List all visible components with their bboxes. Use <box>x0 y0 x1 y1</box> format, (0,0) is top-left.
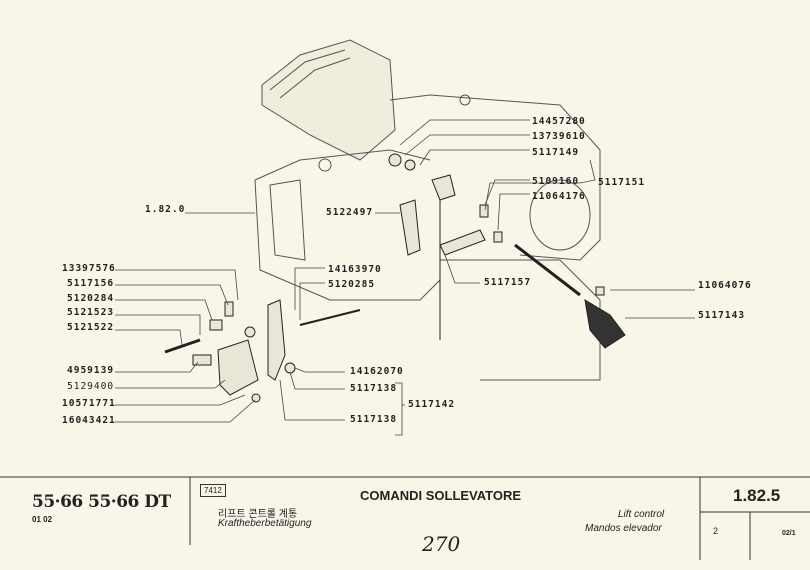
part-number-label: 5117138 <box>350 414 398 425</box>
leader-lines <box>115 119 695 436</box>
part-number-label: 5129400 <box>67 381 115 392</box>
handwritten-number: 270 <box>422 532 461 556</box>
part-number-label: 5120285 <box>328 279 376 290</box>
title-block-lines <box>0 476 810 560</box>
model-codes: 01 02 <box>32 515 53 524</box>
part-number-label: 1.82.0 <box>145 204 186 215</box>
title-spanish: Mandos elevador <box>585 523 662 534</box>
part-number-label: 16043421 <box>62 415 116 426</box>
part-number-label: 5117157 <box>484 277 532 288</box>
part-number-label: 4959139 <box>67 365 115 376</box>
part-number-label: 5109160 <box>532 176 580 187</box>
part-number-label: 5121522 <box>67 322 115 333</box>
parts <box>164 153 626 403</box>
part-number-label: 5117138 <box>350 383 398 394</box>
title-english: Lift control <box>618 509 665 520</box>
reference-box: 7412 <box>200 484 226 497</box>
part-number-label: 10571771 <box>62 398 116 409</box>
part-number-label: 14162070 <box>350 366 404 377</box>
section-number: 1.82.5 <box>733 486 781 505</box>
part-number-label: 11064176 <box>532 191 586 202</box>
part-number-label: 5117151 <box>598 177 646 188</box>
part-number-label: 5117143 <box>698 310 746 321</box>
part-number-label: 14457280 <box>532 116 586 127</box>
edition-code: 02/1 <box>782 530 796 537</box>
part-number-label: 5117142 <box>408 399 456 410</box>
page-number: 2 <box>713 526 719 536</box>
title-german: Kraftheberbetätigung <box>218 518 312 529</box>
part-number-label: 5117149 <box>532 147 580 158</box>
part-number-label: 5120284 <box>67 293 115 304</box>
part-number-label: 5117156 <box>67 278 115 289</box>
part-number-label: 13397576 <box>62 263 116 274</box>
part-number-label: 5122497 <box>326 207 374 218</box>
lift-housing-drawing <box>254 39 601 381</box>
part-number-label: 14163970 <box>328 264 382 275</box>
part-number-label: 11064076 <box>698 280 752 291</box>
title-korean: 리프트 콘트롤 계통 <box>218 509 298 520</box>
part-number-label: 5121523 <box>67 307 115 318</box>
model-numbers: 55·66 55·66 DT <box>32 492 171 512</box>
part-number-label: 13739610 <box>532 131 586 142</box>
section-title: COMANDI SOLLEVATORE <box>360 488 522 503</box>
